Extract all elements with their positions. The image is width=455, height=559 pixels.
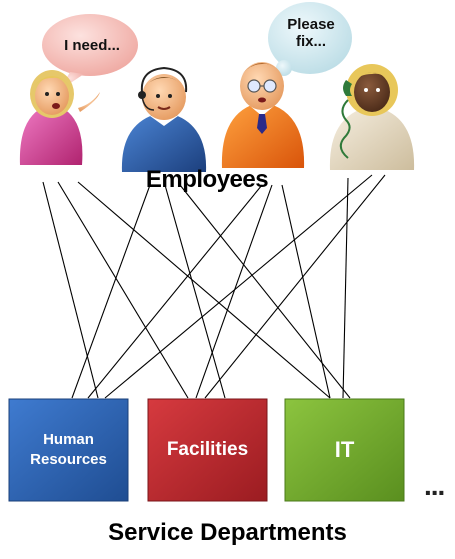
connection-line xyxy=(71,184,151,399)
connection-line xyxy=(87,184,263,399)
connection-lines xyxy=(42,174,386,399)
connection-line xyxy=(164,184,226,399)
person-man-headset xyxy=(121,66,207,172)
bubble-right-line1: Please xyxy=(287,16,335,33)
department-label-facilities: Facilities xyxy=(166,439,249,460)
more-departments-ellipsis: ... xyxy=(424,470,445,501)
person-woman-pink xyxy=(19,70,100,165)
connection-line xyxy=(204,174,386,399)
bubble-right-line2: fix... xyxy=(295,33,326,50)
connection-line xyxy=(42,181,99,399)
connection-line xyxy=(77,181,331,399)
person-man-glasses xyxy=(221,62,305,168)
bubble-right-text: Please fix... xyxy=(270,16,352,50)
connection-line xyxy=(342,177,349,399)
connection-line xyxy=(195,184,273,399)
department-label-it: IT xyxy=(334,437,355,462)
department-box-facilities xyxy=(147,398,268,502)
department-label-hr: Human Resources xyxy=(9,399,128,501)
connection-line xyxy=(104,174,373,399)
hr-label-line2: Resources xyxy=(30,451,107,468)
hr-label-line1: Human xyxy=(43,431,94,448)
employees-label: Employees xyxy=(145,166,269,193)
department-box-hr xyxy=(8,398,129,502)
person-woman-phone xyxy=(329,64,415,170)
connection-line xyxy=(57,181,189,399)
bubble-left-text: I need... xyxy=(64,37,120,54)
connection-line xyxy=(281,184,331,399)
service-departments-label: Service Departments xyxy=(108,519,347,546)
department-box-it xyxy=(284,398,405,502)
